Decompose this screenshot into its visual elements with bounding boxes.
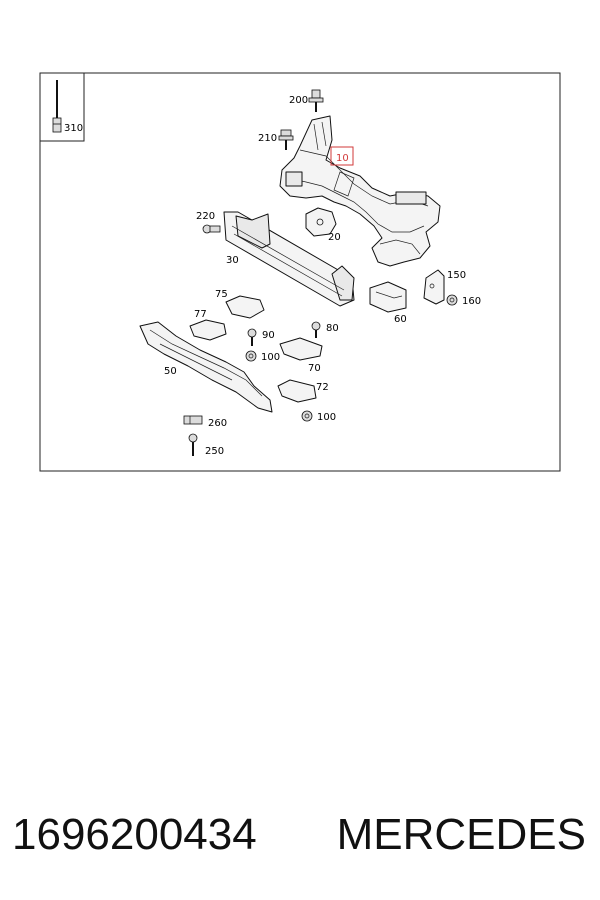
cover-75[interactable] (225, 295, 265, 319)
inset-box (39, 72, 85, 142)
bolt-200[interactable] (308, 89, 324, 112)
callout-160: 160 (462, 296, 481, 307)
callout-30: 30 (226, 255, 239, 266)
cover-77[interactable] (189, 319, 227, 341)
callout-10: 10 (336, 153, 349, 164)
bumper-beam-30[interactable] (223, 211, 355, 307)
callout-75: 75 (215, 289, 228, 300)
callout-90: 90 (262, 330, 275, 341)
callout-72: 72 (316, 382, 329, 393)
nut-160[interactable] (446, 294, 458, 306)
callout-77: 77 (194, 309, 207, 320)
bracket-70[interactable] (279, 337, 323, 361)
parts-diagram: 310 200 210 10 220 20 (39, 72, 561, 472)
callout-200: 200 (289, 95, 308, 106)
bracket-20[interactable] (305, 207, 337, 237)
callout-220: 220 (196, 211, 215, 222)
part-number: 1696200434 (12, 810, 257, 859)
callout-260: 260 (208, 418, 227, 429)
crossmember-50[interactable] (139, 321, 273, 413)
callout-310: 310 (64, 123, 83, 134)
callout-10-highlight (330, 146, 354, 166)
callout-100-upper: 100 (261, 352, 280, 363)
nut-100-upper[interactable] (245, 350, 257, 362)
brand-name: MERCEDES (336, 810, 586, 859)
callout-250: 250 (205, 446, 224, 457)
part-caption: 1696200434 MERCEDES (0, 800, 600, 870)
callout-20: 20 (328, 232, 341, 243)
bracket-150[interactable] (423, 269, 445, 305)
callout-70: 70 (308, 363, 321, 374)
clip-260[interactable] (183, 415, 203, 425)
bolt-220[interactable] (202, 224, 221, 234)
callout-150: 150 (447, 270, 466, 281)
nut-100-lower[interactable] (301, 410, 313, 422)
callout-100-lower: 100 (317, 412, 336, 423)
bolt-310[interactable] (52, 80, 62, 133)
mount-60[interactable] (369, 281, 407, 313)
screw-250[interactable] (188, 433, 198, 456)
callout-210: 210 (258, 133, 277, 144)
callout-80: 80 (326, 323, 339, 334)
front-carrier-10[interactable] (279, 115, 441, 267)
bracket-72[interactable] (277, 379, 317, 403)
callout-50: 50 (164, 366, 177, 377)
bolt-80[interactable] (311, 321, 321, 338)
bolt-210[interactable] (278, 129, 294, 150)
bolt-90[interactable] (247, 328, 257, 346)
callout-60: 60 (394, 314, 407, 325)
